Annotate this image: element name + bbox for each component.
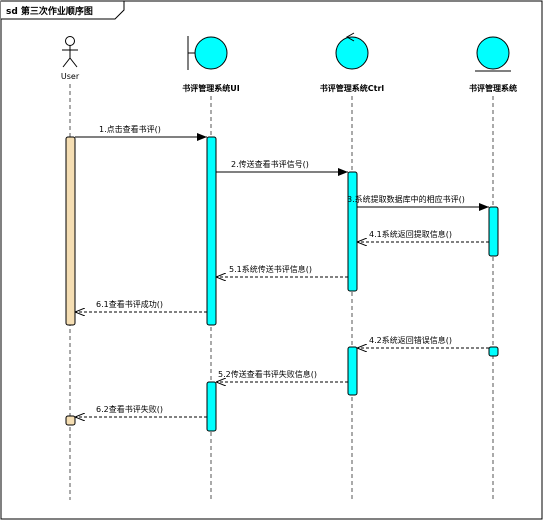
activation-entity-1 (488, 206, 499, 257)
boundary-icon (187, 36, 228, 70)
entity-icon (475, 36, 511, 72)
activation-ctrl-2 (347, 346, 358, 396)
activation-ui-1 (206, 136, 217, 326)
activation-ui-2 (206, 381, 217, 432)
participant-label-ctrl: 书评管理系统Ctrl (320, 83, 385, 93)
user-actor-icon (62, 36, 78, 68)
message-label-5-2: 5.2传送查看书评失败信息() (218, 369, 317, 379)
participant-label-user: User (61, 72, 80, 81)
frame-title-tab (1, 0, 125, 20)
message-label-2: 2.传送查看书评信号() (231, 159, 309, 169)
activation-user-1 (65, 136, 76, 326)
message-label-5-1: 5.1系统传送书评信息() (229, 264, 312, 274)
message-label-4-2: 4.2系统返回错误信息() (369, 335, 452, 345)
participant-label-ui: 书评管理系统UI (182, 83, 239, 93)
activation-entity-2 (488, 346, 499, 357)
message-label-4-1: 4.1系统返回提取信息() (369, 229, 452, 239)
message-label-6-1: 6.1查看书评成功() (96, 299, 163, 309)
message-label-1: 1.点击查看书评() (99, 124, 161, 134)
message-label-6-2: 6.2查看书评失败() (96, 404, 163, 414)
control-icon (335, 32, 369, 70)
frame-title: sd 第三次作业顺序图 (6, 5, 93, 17)
participant-label-entity: 书评管理系统 (469, 83, 517, 93)
activation-ctrl-1 (347, 171, 358, 292)
activation-user-2 (65, 415, 76, 426)
message-label-3: 3.系统提取数据库中的相应书评() (347, 194, 465, 204)
